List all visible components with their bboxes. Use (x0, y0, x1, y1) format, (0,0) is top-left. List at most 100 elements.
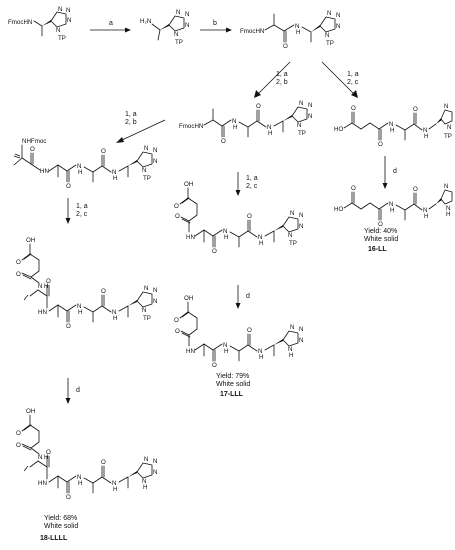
atom-label: N (325, 32, 329, 39)
compound-succinyl-ala-tetrazole: HO O O N H O N H N N TP (334, 103, 453, 148)
atom-label: O (175, 213, 180, 220)
atom-label: O (413, 186, 418, 193)
atom-label: TP (326, 40, 334, 47)
atom-label: H (78, 169, 82, 176)
arrow-to-succinyl-ala-ala-ala: 1, a 2, c (65, 198, 88, 224)
arrow-label: 1, a (347, 71, 359, 78)
atom-label: H (113, 486, 117, 493)
atom-label: O (16, 442, 21, 449)
atom-label: N (142, 167, 146, 174)
atom-label: N (185, 22, 189, 29)
compound-label: 16-LL (368, 246, 387, 253)
atom-label: N (299, 326, 303, 333)
atom-label: H (44, 283, 48, 290)
arrow-label: 1, a (76, 203, 88, 210)
atom-label: O (175, 328, 180, 335)
atom-label: H (113, 315, 117, 322)
atom-label: TP (289, 240, 297, 247)
atom-label: N (77, 163, 81, 170)
atom-label: H (44, 454, 48, 461)
atom-label: N (258, 348, 262, 355)
atom-label: HN (186, 348, 195, 355)
atom-label: FmocHN (240, 28, 264, 35)
atom-label: N (112, 309, 116, 316)
atom-label: TP (143, 175, 151, 182)
atom-label: O (174, 317, 179, 324)
atom-label: TP (298, 130, 306, 137)
arrow-label: 2, c (347, 79, 359, 86)
atom-label: N (153, 287, 157, 294)
atom-label: NHFmoc (22, 138, 46, 145)
atom-label: H (78, 480, 82, 487)
atom-label: N (144, 285, 148, 292)
yield-text: Yield: 68% (44, 515, 77, 522)
atom-label: N (38, 283, 42, 290)
atom-label: O (247, 327, 252, 334)
atom-label: H (233, 124, 237, 131)
arrow-to-succinyl: 1, a 2, c (321, 61, 359, 98)
atom-label: N (232, 118, 236, 125)
compound-fmoc-tetrazole: FmocHN N N N N TP (8, 6, 71, 42)
atom-label: O (221, 138, 226, 145)
atom-label: H (78, 309, 82, 316)
atom-label: N (444, 183, 448, 190)
atom-label: N (142, 478, 146, 485)
state-text: White solid (44, 523, 78, 530)
arrow-label: d (76, 387, 80, 394)
atom-label: HN (38, 480, 47, 487)
yield-text: Yield: 79% (216, 373, 249, 380)
atom-label: O (66, 323, 71, 330)
arrow-label: b (213, 20, 217, 27)
arrow-d-16: d (382, 156, 397, 189)
atom-label: O (212, 248, 217, 255)
product-18-LLLL: OH O O N H O HN O N H O (16, 408, 157, 542)
atom-label: N (176, 9, 180, 16)
atom-label: N (153, 147, 157, 154)
atom-label: H (296, 29, 300, 36)
arrow-label: 2, c (246, 183, 258, 190)
atom-label: N (153, 298, 157, 305)
state-text: White solid (216, 381, 250, 388)
arrow-label: 2, b (276, 79, 288, 86)
arrow-b: b (200, 20, 232, 33)
atom-label: H (446, 211, 450, 218)
atom-label: N (144, 456, 148, 463)
atom-label: N (144, 145, 148, 152)
arrow-d-17: d (235, 285, 250, 309)
atom-label: N (336, 23, 340, 30)
atom-label: H (143, 484, 147, 491)
arrow-label: d (246, 293, 250, 300)
atom-label: N (389, 121, 393, 128)
atom-label: O (413, 106, 418, 113)
atom-label: N (444, 103, 448, 110)
atom-label: N (223, 342, 227, 349)
atom-label: N (290, 210, 294, 217)
atom-label: TP (175, 39, 183, 46)
atom-label: N (67, 17, 71, 24)
atom-label: O (16, 430, 21, 437)
atom-label: O (283, 43, 288, 50)
atom-label: O (46, 449, 51, 456)
product-17-LLL: OH O O HN O N H O N H N N N (174, 295, 303, 398)
atom-label: O (66, 494, 71, 501)
atom-label: N (77, 474, 81, 481)
atom-label: N (223, 228, 227, 235)
atom-label: HO (334, 126, 343, 133)
atom-label: H (390, 207, 394, 214)
atom-label: H (113, 175, 117, 182)
atom-label: N (336, 12, 340, 19)
arrow-label: 1, a (125, 111, 137, 118)
atom-label: N (389, 201, 393, 208)
atom-label: N (290, 324, 294, 331)
atom-label: H (224, 348, 228, 355)
atom-label: N (299, 223, 303, 230)
atom-label: O (101, 459, 106, 466)
atom-label: N (258, 234, 262, 241)
atom-label: O (16, 259, 21, 266)
atom-label: N (308, 113, 312, 120)
atom-label: TP (58, 35, 66, 42)
atom-label: O (16, 271, 21, 278)
arrow-label: 1, a (246, 175, 258, 182)
compound-fmoc-ala-tetrazole: FmocHN O N H N N N N TP (240, 10, 340, 50)
atom-label: N (299, 212, 303, 219)
